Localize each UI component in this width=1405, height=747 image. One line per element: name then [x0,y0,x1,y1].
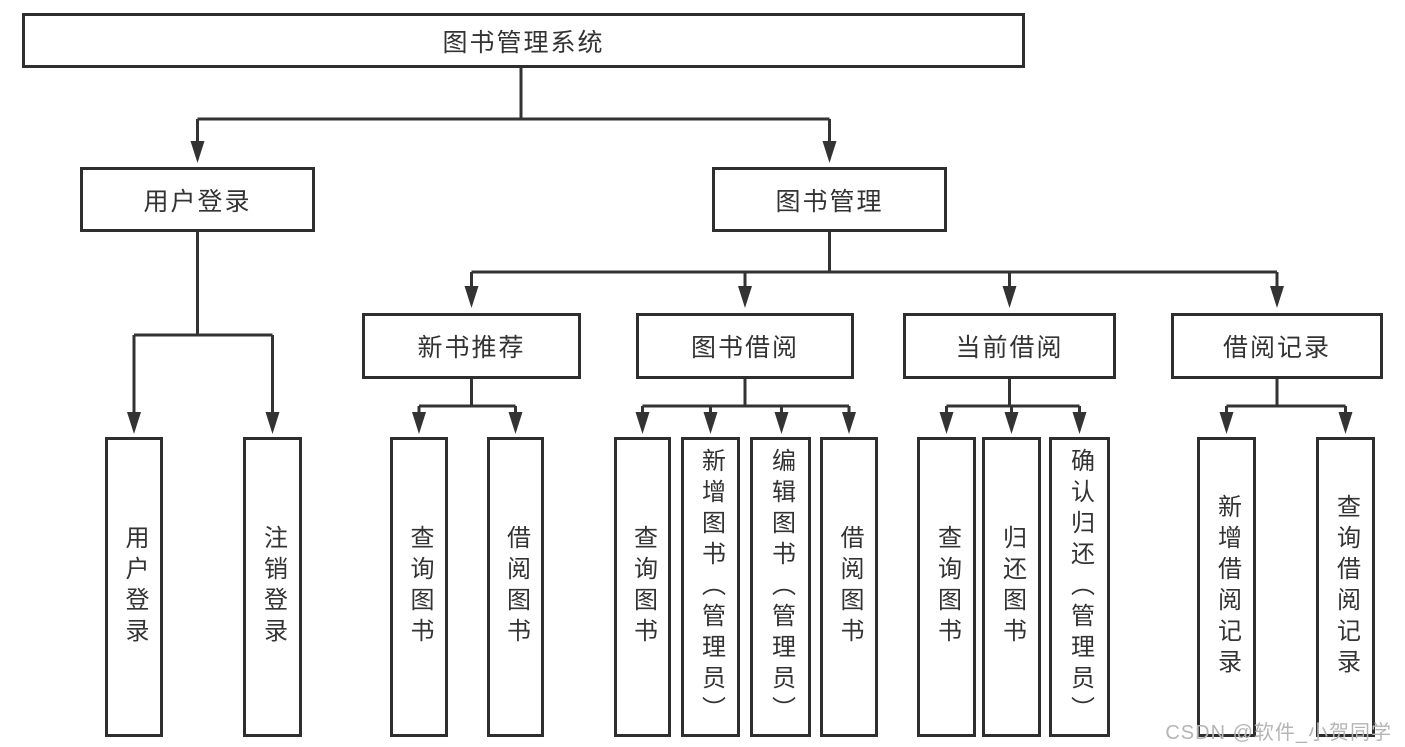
arrowhead [703,412,718,434]
leaf-add-borrow-record: 新增借阅记录 [1197,437,1256,737]
node-new-book-recommend-label: 新书推荐 [417,334,526,362]
node-book-management: 图书管理 [712,167,947,232]
leaf-edit-book-admin: 编辑图书（管理员） [750,437,811,737]
node-new-book-recommend: 新书推荐 [362,313,581,379]
leaf-return-book-label: 归还图书 [998,525,1026,649]
connector-book-management-to-level3 [464,232,1284,308]
leaf-query-books-borrow: 查询图书 [614,437,671,737]
node-user-login-label: 用户登录 [143,187,252,216]
node-root: 图书管理系统 [22,13,1025,68]
arrowhead [738,286,752,308]
leaf-query-books-borrow-label: 查询图书 [629,525,657,649]
node-book-borrow: 图书借阅 [636,313,854,379]
leaf-confirm-return-admin-label: 确认归还（管理员） [1066,447,1094,727]
arrowhead [508,412,523,434]
leaf-query-borrow-record-label: 查询借阅记录 [1332,494,1360,680]
arrowhead [1219,412,1234,434]
leaf-query-books-recommend: 查询图书 [390,437,448,737]
leaf-user-login: 用户登录 [105,437,163,737]
leaf-return-book: 归还图书 [982,437,1041,737]
arrowhead [635,412,650,434]
arrowhead [774,412,789,434]
arrowhead [464,286,479,308]
leaf-user-login-label: 用户登录 [121,525,148,649]
leaf-add-book-admin: 新增图书（管理员） [681,437,740,737]
node-book-management-label: 图书管理 [775,187,884,216]
arrowhead [412,412,426,434]
arrowhead [1270,286,1284,308]
arrowhead [939,412,954,434]
node-current-borrow-label: 当前借阅 [955,334,1064,362]
leaf-logout-login: 注销登录 [243,437,302,737]
connector-current-borrow-to-leaves [939,379,1087,434]
connector-borrow-records-to-leaves [1219,379,1353,434]
csdn-watermark: CSDN @软件_小贺同学 [1165,722,1392,744]
connector-root-to-level2 [190,68,837,163]
leaf-query-books-current-label: 查询图书 [933,525,961,649]
arrowhead [127,412,141,434]
leaf-query-books-recommend-label: 查询图书 [406,525,433,649]
node-borrow-records-label: 借阅记录 [1222,334,1331,362]
node-borrow-records: 借阅记录 [1171,313,1383,379]
leaf-add-book-admin-label: 新增图书（管理员） [697,447,725,727]
arrowhead [842,412,856,434]
node-user-login: 用户登录 [80,167,315,232]
connector-book-borrow-to-leaves [635,379,856,434]
leaf-borrow-books: 借阅图书 [820,437,878,737]
leaf-confirm-return-admin: 确认归还（管理员） [1049,437,1110,737]
arrowhead [1338,412,1353,434]
node-current-borrow: 当前借阅 [903,313,1116,379]
leaf-borrow-books-recommend: 借阅图书 [487,437,544,737]
arrowhead [190,141,205,163]
leaf-query-books-current: 查询图书 [917,437,976,737]
leaf-logout-login-label: 注销登录 [259,525,287,649]
leaf-borrow-books-recommend-label: 借阅图书 [502,525,530,649]
arrowhead [1072,412,1087,434]
connector-user-login-to-leaves [127,232,280,434]
leaf-edit-book-admin-label: 编辑图书（管理员） [767,447,795,727]
node-root-label: 图书管理系统 [442,28,605,57]
connector-new-book-to-leaves [412,379,523,434]
leaf-borrow-books-label: 借阅图书 [836,525,863,649]
arrowhead [822,141,837,163]
node-book-borrow-label: 图书借阅 [690,334,799,362]
arrowhead [1002,286,1017,308]
leaf-query-borrow-record: 查询借阅记录 [1316,437,1375,737]
leaf-add-borrow-record-label: 新增借阅记录 [1213,494,1241,680]
arrowhead [1004,412,1019,434]
arrowhead [265,412,280,434]
